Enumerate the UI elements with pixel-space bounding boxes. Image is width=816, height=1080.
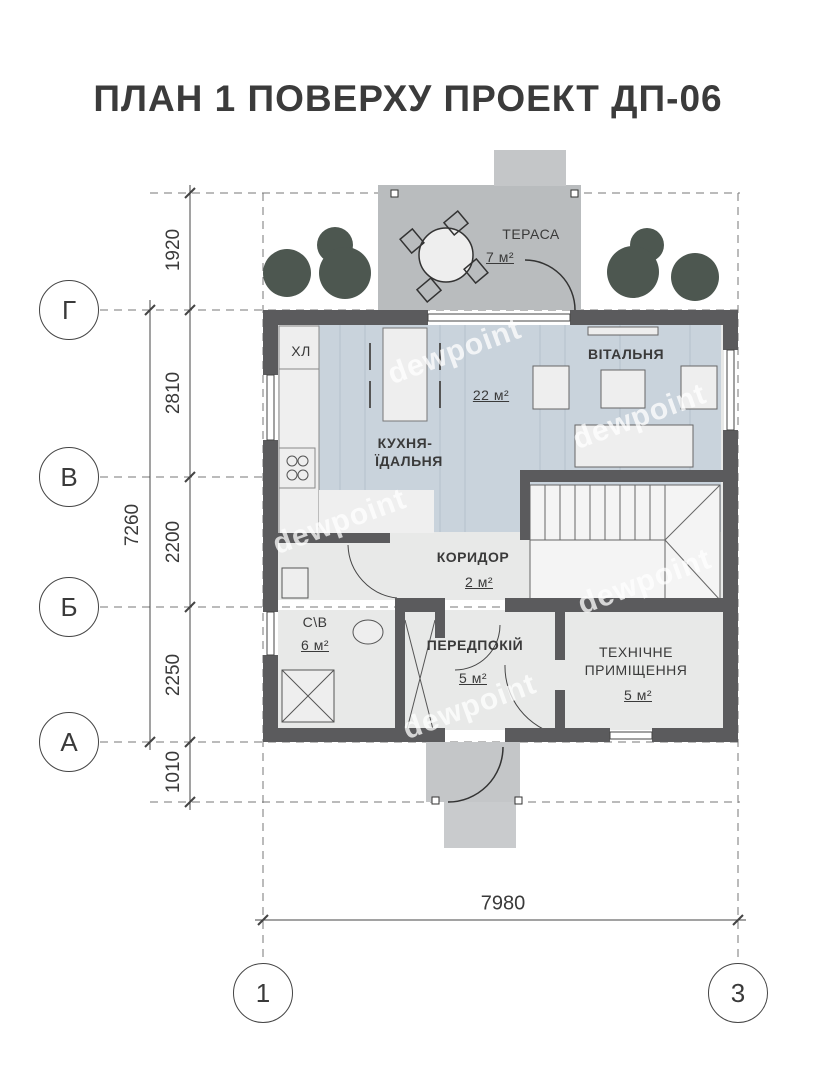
room-kitchen-area: 22 м²: [472, 387, 510, 403]
room-fridge-label: ХЛ: [291, 343, 311, 359]
dimension-label: 2250: [163, 653, 184, 697]
entrance-porch: [426, 742, 520, 802]
dimension-total-vertical: 7260: [122, 503, 143, 547]
room-bathroom-name: С\В: [302, 614, 328, 630]
dimension-label: 1010: [163, 750, 184, 794]
terrace-deck: [378, 185, 581, 310]
axis-marker-row: Г: [39, 280, 99, 340]
room-terrace-area: 7 м²: [486, 249, 514, 265]
room-kitchen-name-1: КУХНЯ-: [377, 435, 433, 451]
room-corridor-name: КОРИДОР: [436, 549, 510, 565]
dimension-label: 2810: [163, 371, 184, 415]
room-technical-name-2: ПРИМІЩЕННЯ: [584, 662, 688, 678]
room-hall-area: 5 м²: [459, 670, 487, 686]
room-technical-area: 5 м²: [624, 687, 652, 703]
dimension-horizontal: 7980: [480, 892, 526, 915]
dimension-label: 1920: [163, 228, 184, 272]
plan-title: ПЛАН 1 ПОВЕРХУ ПРОЕКТ ДП-06: [93, 78, 723, 119]
terrace-table: [418, 227, 474, 283]
axis-marker-row: А: [39, 712, 99, 772]
entrance-steps: [444, 802, 516, 848]
axis-marker-row: Б: [39, 577, 99, 637]
room-living-name: ВІТАЛЬНЯ: [587, 346, 665, 362]
dimension-label: 2200: [163, 520, 184, 564]
room-terrace-name: ТЕРАСА: [502, 226, 560, 242]
windows: [266, 313, 735, 740]
room-corridor-area: 2 м²: [465, 574, 493, 590]
axis-marker-col: 3: [708, 963, 768, 1023]
room-hall-name: ПЕРЕДПОКІЙ: [426, 637, 524, 653]
walls: [263, 310, 738, 742]
axis-marker-row: В: [39, 447, 99, 507]
room-technical-name-1: ТЕХНІЧНЕ: [598, 644, 674, 660]
terrace-steps: [494, 150, 566, 186]
room-bathroom-area: 6 м²: [301, 637, 329, 653]
axis-marker-col: 1: [233, 963, 293, 1023]
room-kitchen-name-2: ЇДАЛЬНЯ: [375, 453, 443, 469]
shrubs: [263, 227, 719, 301]
dining-table: [382, 327, 428, 422]
